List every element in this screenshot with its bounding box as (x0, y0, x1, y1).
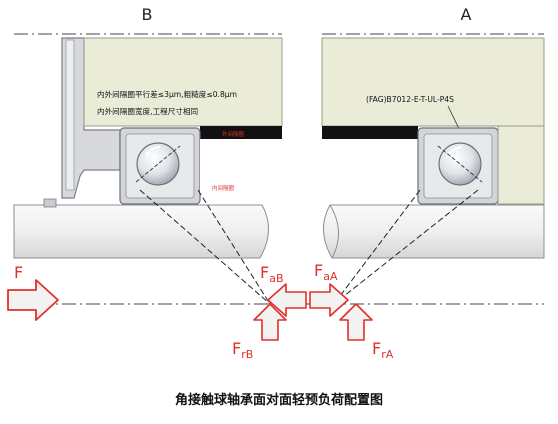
left-inner-spacer-area (200, 139, 282, 195)
diagram-caption: 角接触球轴承面对面轻预负荷配置图 (174, 393, 383, 408)
side-b-label: B (142, 5, 153, 24)
force-f-arrow (7, 279, 59, 321)
force-f-label: F (14, 263, 23, 282)
left-shaft (13, 204, 269, 259)
left-contact-line (135, 145, 181, 183)
spacer-note-line2: 内外间隔圈宽度,工程尺寸相同 (97, 106, 198, 116)
right-bearing-ball (438, 142, 482, 186)
left-cover-slot (65, 39, 75, 191)
force-fra-label: FrA (372, 339, 394, 361)
left-shaft-collar (43, 198, 57, 208)
right-housing (321, 37, 545, 127)
right-outer-spacer-bar (322, 126, 418, 139)
force-frb-arrow (253, 303, 287, 341)
inner-spacer-label: 内间隔圈 (212, 184, 235, 192)
left-outer-spacer-bar (200, 126, 282, 139)
spacer-note-line1: 内外间隔圈平行差≤3μm,粗糙度≤0.8μm (97, 89, 237, 99)
right-shaft (323, 204, 545, 259)
force-frb-label: FrB (232, 339, 253, 361)
side-a-label: A (461, 5, 472, 24)
outer-spacer-label: 外间隔圈 (222, 130, 245, 138)
shaft-break-right (329, 204, 339, 259)
force-fab-arrow (267, 283, 307, 317)
left-bearing-ball (136, 142, 180, 186)
right-end-cover (497, 125, 545, 205)
force-fra-arrow (339, 303, 373, 341)
force-faa-label: FaA (314, 261, 338, 283)
right-contact-line (437, 145, 483, 183)
contact-load-lines (139, 189, 479, 305)
force-fab-label: FaB (260, 263, 284, 285)
force-faa-arrow (309, 283, 349, 317)
left-housing (83, 37, 283, 127)
left-ball-highlight (145, 146, 161, 157)
part-number: (FAG)B7012-E-T-UL-P4S (366, 95, 454, 104)
